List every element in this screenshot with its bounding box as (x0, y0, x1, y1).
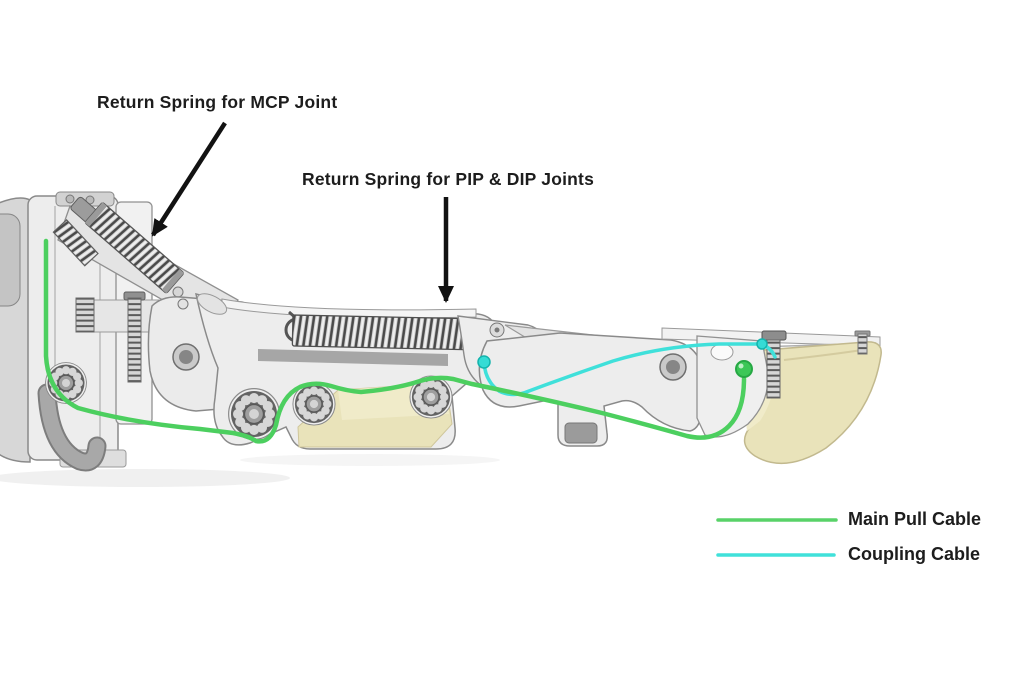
green-cable-anchor (735, 360, 753, 378)
mcp-pin (177, 298, 189, 310)
main-pull-cable-swatch (716, 517, 838, 522)
distal-phalanx (661, 327, 882, 465)
main-pull-cable-path (43, 238, 747, 444)
mcp-label-arrow (151, 121, 227, 237)
coupling-cable-swatch (716, 552, 836, 557)
shadow (240, 454, 500, 466)
mcp-spring-coil (84, 202, 185, 294)
distal-screw (761, 330, 787, 399)
mcp-small-spring (52, 219, 99, 267)
legend: Main Pull Cable Coupling Cable (716, 509, 981, 565)
pip-dip-spring-label: Return Spring for PIP & DIP Joints (302, 169, 595, 189)
legend-label-main-pull-cable: Main Pull Cable (848, 509, 982, 529)
mcp-spring-label: Return Spring for MCP Joint (97, 92, 338, 112)
legend-item-main-pull-cable: Main Pull Cable (716, 509, 981, 530)
robotic-finger-drawing (0, 121, 882, 487)
cyan-anchor-dip (756, 338, 768, 350)
legend-item-coupling-cable: Coupling Cable (716, 544, 981, 565)
tip-screw (854, 330, 871, 355)
shadow (0, 469, 290, 487)
shell-hole (710, 343, 734, 361)
cable-guide-bar (258, 349, 448, 366)
phalanx-notch (564, 422, 598, 444)
vent-cutout (196, 293, 228, 315)
cyan-anchor-pip (477, 355, 491, 369)
spring-anchor-pin (172, 286, 184, 298)
legend-label-coupling-cable: Coupling Cable (848, 544, 980, 564)
palm-screws (75, 291, 146, 383)
